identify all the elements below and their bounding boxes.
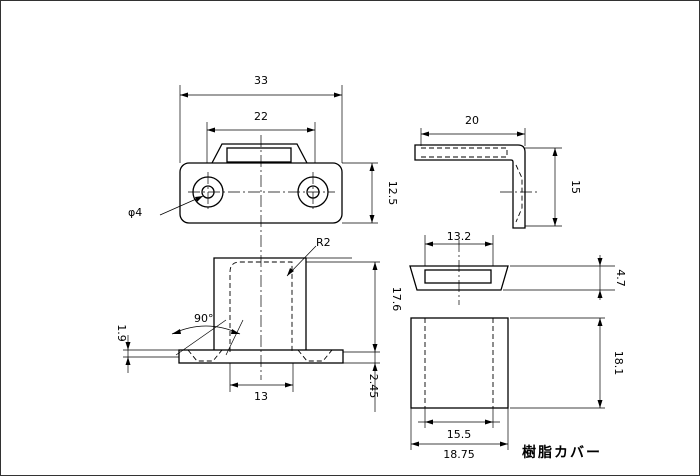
angle-line-b [225, 319, 244, 356]
dim-front-height [342, 162, 378, 224]
dim-cover-inner-label: 15.5 [447, 428, 472, 441]
dim-base-inner [229, 363, 294, 392]
side-body-outline [213, 257, 307, 350]
hole-leader-arrow [195, 196, 203, 202]
side-view [171, 245, 352, 364]
dim-base-offset-label: 1.9 [115, 324, 128, 342]
cover-slot [424, 269, 492, 284]
dim-cover-top [424, 235, 494, 266]
dim-top-width [420, 128, 526, 146]
dim-cover-height-label: 18.1 [612, 351, 625, 376]
angle-arc-arrow-right [231, 329, 240, 334]
side-body-hidden [229, 261, 293, 352]
profile-hidden-top [421, 147, 508, 158]
front-view [179, 135, 343, 380]
cover-front-view [410, 317, 509, 409]
side-left-recess [187, 349, 223, 362]
hole-leader [159, 195, 204, 216]
profile-hidden-side [515, 164, 523, 223]
dim-front-slot-label: 22 [254, 110, 268, 123]
dim-cover-depth-label: 4.7 [614, 269, 627, 287]
dim-bend-radius-label: R2 [316, 236, 331, 249]
front-raised-tab [211, 143, 308, 164]
angle-arc-arrow-left [172, 329, 181, 334]
dim-side-height-label: 17.6 [390, 287, 403, 312]
dim-base-thick-label: 2.45 [367, 374, 380, 399]
r2-leader-arrow [287, 268, 294, 276]
dim-cover-height [510, 317, 605, 409]
dim-cover-depth [503, 255, 615, 300]
dim-angle-label: 90° [194, 312, 214, 325]
profile-outline [414, 144, 526, 229]
dim-side-height [306, 261, 380, 353]
dim-cover-outer-label: 18.75 [443, 448, 475, 461]
cover-top-view [409, 240, 509, 305]
dim-base-offset [123, 335, 179, 373]
side-profile-view [414, 144, 540, 229]
cover-front-outer [410, 317, 509, 409]
dim-hole-label: φ4 [128, 206, 142, 219]
side-base [178, 349, 344, 364]
dim-top-height-label: 15 [569, 180, 582, 194]
dim-top-height [525, 147, 562, 227]
dim-cover-outer [410, 408, 509, 450]
dim-front-height-label: 12.5 [386, 181, 399, 206]
angle-line-a [175, 319, 227, 356]
cover-trapezoid [409, 265, 509, 291]
side-right-recess [297, 349, 333, 362]
dim-top-width-label: 20 [465, 114, 479, 127]
dim-front-width-label: 33 [254, 74, 268, 87]
dim-base-inner-label: 13 [254, 390, 268, 403]
dim-front-slot [206, 122, 316, 163]
dim-base-thick [343, 352, 380, 412]
dim-front-width [179, 85, 343, 163]
caption: 樹脂カバー [522, 444, 602, 461]
dim-cover-inner [418, 408, 500, 428]
dim-cover-top-label: 13.2 [447, 230, 472, 243]
front-slot [226, 147, 292, 163]
